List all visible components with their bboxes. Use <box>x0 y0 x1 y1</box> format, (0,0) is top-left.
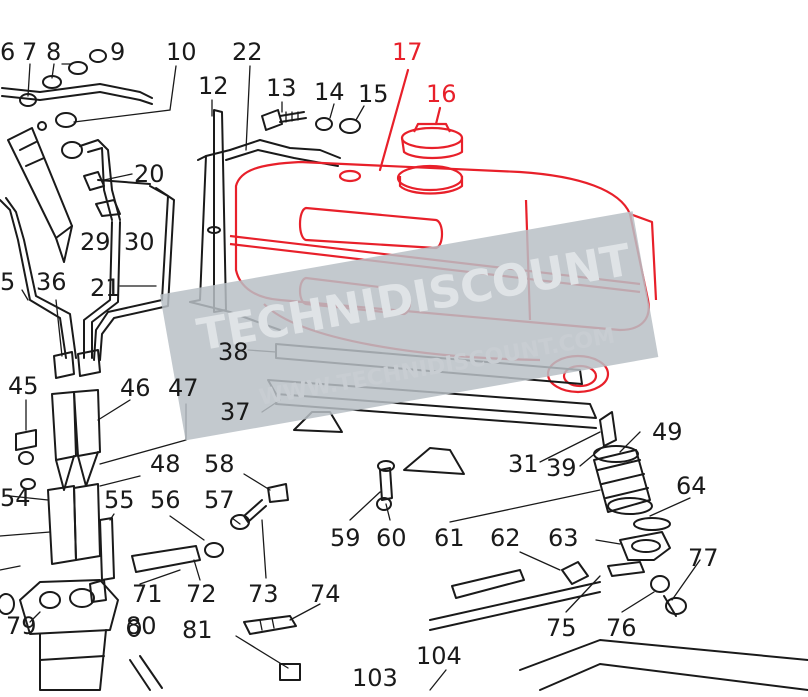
label-57: 57 <box>204 486 235 514</box>
label-62: 62 <box>490 524 521 552</box>
label-103: 103 <box>352 664 398 692</box>
label-10: 10 <box>166 38 197 66</box>
label-12: 12 <box>198 72 229 100</box>
pump-assembly <box>0 579 163 691</box>
label-29: 29 <box>80 228 111 256</box>
label-56: 56 <box>150 486 181 514</box>
label-76: 76 <box>606 614 637 642</box>
label-5: 5 <box>0 268 15 296</box>
label-74: 74 <box>310 580 341 608</box>
label-72: 72 <box>186 580 217 608</box>
label-6: 6 <box>0 38 15 66</box>
label-21: 21 <box>90 274 121 302</box>
label-15: 15 <box>358 80 389 108</box>
label-45: 45 <box>8 372 39 400</box>
hoses-and-fittings <box>89 460 808 691</box>
label-38: 38 <box>218 338 249 366</box>
label-30: 30 <box>124 228 155 256</box>
label-13: 13 <box>266 74 297 102</box>
label-58: 58 <box>204 450 235 478</box>
label-47: 47 <box>168 374 199 402</box>
bolt-and-nuts <box>261 109 361 134</box>
label-77: 77 <box>688 544 719 572</box>
injector-assembly <box>0 49 175 379</box>
label-73: 73 <box>248 580 279 608</box>
label-36: 36 <box>36 268 67 296</box>
label-54: 54 <box>0 484 31 512</box>
label-7: 7 <box>22 38 37 66</box>
part-labels: 6 7 8 9 10 22 17 12 13 14 15 16 20 29 30… <box>0 38 719 692</box>
label-80: 80 <box>126 612 157 640</box>
label-39: 39 <box>546 454 577 482</box>
label-61: 61 <box>434 524 465 552</box>
label-60: 60 <box>376 524 407 552</box>
label-31: 31 <box>508 450 539 478</box>
label-46: 46 <box>120 374 151 402</box>
label-17: 17 <box>392 38 423 66</box>
label-63: 63 <box>548 524 579 552</box>
label-79: 79 <box>6 612 37 640</box>
label-22: 22 <box>232 38 263 66</box>
label-71: 71 <box>132 580 163 608</box>
label-81: 81 <box>182 616 213 644</box>
label-59: 59 <box>330 524 361 552</box>
label-37: 37 <box>220 398 251 426</box>
label-20: 20 <box>134 160 165 188</box>
label-49: 49 <box>652 418 683 446</box>
injector-set <box>0 389 115 581</box>
fuel-filter <box>593 445 687 617</box>
label-48: 48 <box>150 450 181 478</box>
label-14: 14 <box>314 78 345 106</box>
label-75: 75 <box>546 614 577 642</box>
label-104: 104 <box>416 642 462 670</box>
label-16: 16 <box>426 80 457 108</box>
label-64: 64 <box>676 472 707 500</box>
label-9: 9 <box>110 38 125 66</box>
label-55: 55 <box>104 486 135 514</box>
label-8: 8 <box>46 38 61 66</box>
